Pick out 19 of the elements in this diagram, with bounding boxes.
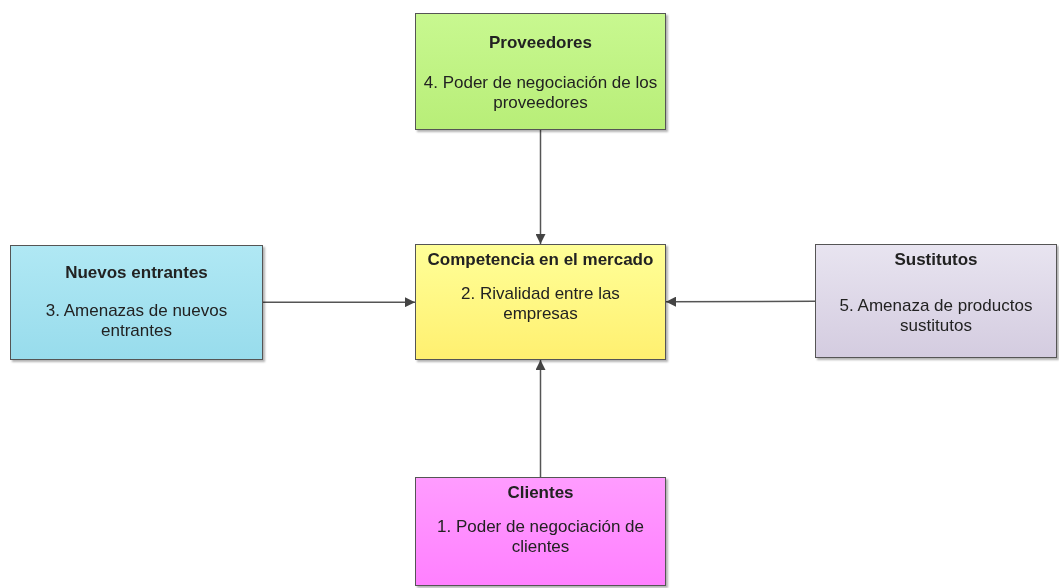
arrow <box>262 297 416 308</box>
box-heading: Nuevos entrantes <box>65 262 208 283</box>
box-text: 3. Amenazas de nuevos entrantes <box>44 301 229 341</box>
box-heading: Competencia en el mercado <box>427 249 654 270</box>
arrow <box>535 359 546 478</box>
process-box <box>415 13 666 130</box>
arrow <box>535 129 546 245</box>
arrow <box>665 296 816 307</box>
process-box <box>815 244 1057 358</box>
process-box <box>415 244 666 360</box>
process-box <box>415 477 666 586</box>
box-text: 5. Amenaza de productos sustitutos <box>838 296 1034 336</box>
box-heading: Sustitutos <box>894 249 978 270</box>
box-heading: Clientes <box>507 482 574 503</box>
box-text: 4. Poder de negociación de los proveedores <box>422 73 659 113</box>
box-heading: Proveedores <box>489 32 592 53</box>
process-box <box>10 245 263 360</box>
box-text: 1. Poder de negociación de clientes <box>436 517 645 557</box>
box-text: 2. Rivalidad entre las empresas <box>460 284 621 324</box>
